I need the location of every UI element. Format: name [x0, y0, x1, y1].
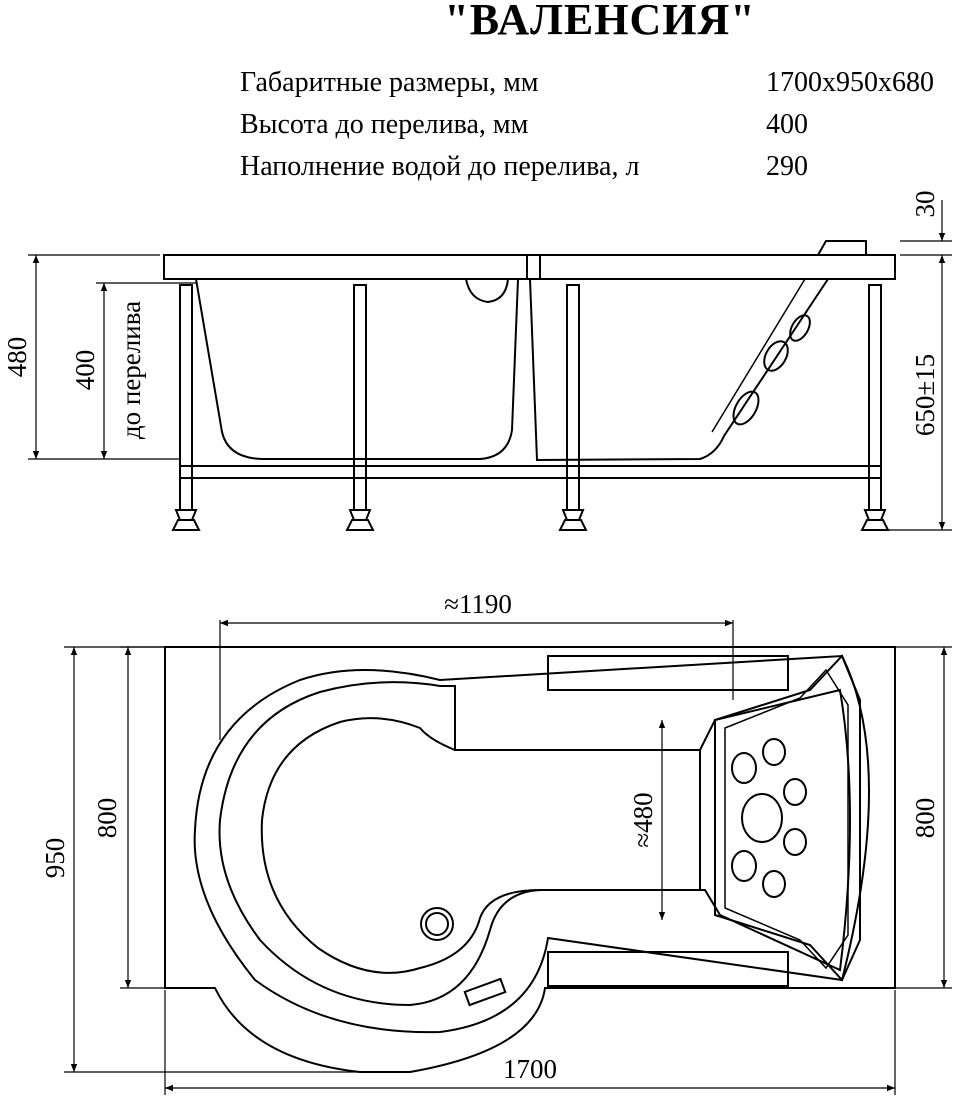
headrest-side [817, 240, 867, 256]
dim-legs: 650±15 [910, 354, 940, 436]
spec-label-water-volume: Наполнение водой до перелива, л [240, 151, 640, 182]
top-view [164, 646, 896, 1073]
product-title: "ВАЛЕНСИЯ" [444, 0, 756, 44]
dim-overflow-height: 400 [70, 350, 100, 391]
dim-total-height: 480 [2, 337, 32, 378]
jets [731, 738, 807, 898]
dim-inner-width: ≈480 [628, 792, 658, 847]
dim-left-width: 800 [92, 798, 122, 839]
overflow-control [463, 977, 507, 1007]
drain [420, 907, 454, 941]
side-view [163, 240, 896, 531]
legs [171, 284, 890, 531]
dim-right-width: 800 [910, 798, 940, 839]
dim-total-width: 950 [40, 838, 70, 879]
dim-inner-length: ≈1190 [444, 589, 512, 619]
outer-contour [164, 646, 896, 1073]
dim-total-length: 1700 [503, 1054, 557, 1084]
spec-label-dimensions: Габаритные размеры, мм [240, 67, 539, 98]
dim-rim: 30 [910, 191, 940, 218]
rim [163, 254, 896, 280]
spec-value-dimensions: 1700x950x680 [766, 67, 934, 98]
spec-value-overflow-height: 400 [766, 109, 808, 140]
dim-overflow-label: до перелива [116, 301, 146, 439]
spec-value-water-volume: 290 [766, 151, 808, 182]
bowl-outer [193, 654, 870, 1034]
spec-label-overflow-height: Высота до перелива, мм [240, 109, 529, 140]
